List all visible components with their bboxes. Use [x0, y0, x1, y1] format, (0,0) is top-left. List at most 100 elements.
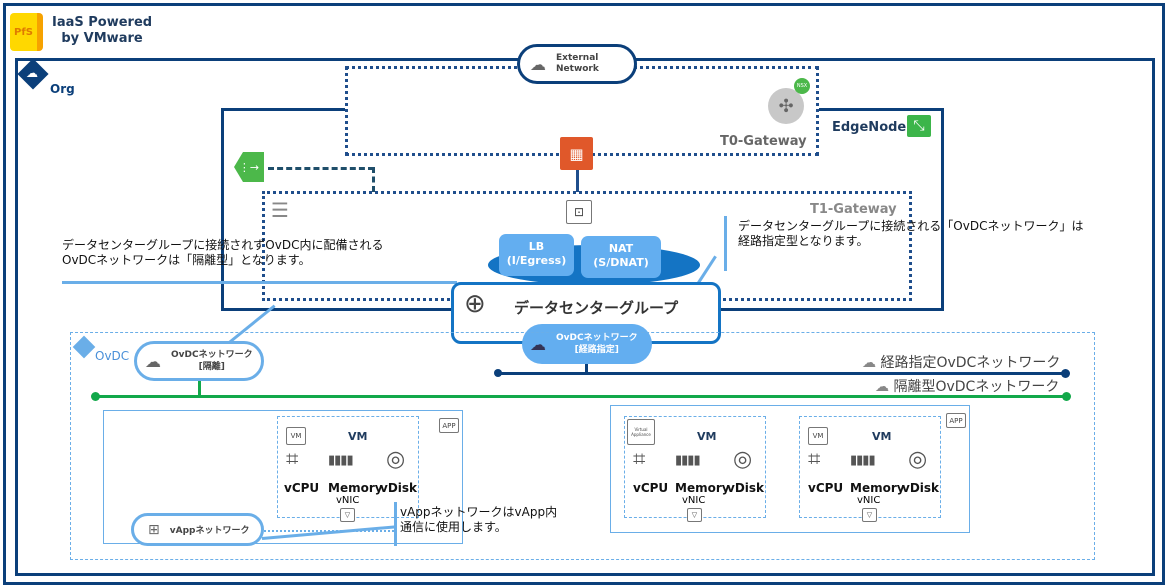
firewall-icon: ▦: [560, 137, 593, 170]
t0-router-icon: ✣: [768, 88, 804, 124]
routed-network-dot: [1061, 369, 1070, 378]
header-title: IaaS Powered by VMware: [52, 15, 152, 47]
virtual-appliance-label: Virtual Appliance: [631, 427, 651, 437]
lb-dashed-link-v: [372, 167, 375, 192]
legend-routed: ☁ 経路指定OvDCネットワーク: [862, 352, 1060, 372]
t1-gateway-label: T1-Gateway: [810, 202, 897, 217]
lb-dashed-link: [268, 167, 374, 170]
isolated-callout: データセンターグループに接続されずOvDC内に配備される OvDCネットワークは…: [62, 238, 383, 268]
routed-ovdc-network[interactable]: ☁ OvDCネットワーク [経路指定]: [522, 324, 652, 364]
routed-callout-bar: [724, 216, 727, 271]
vcpu-label: vCPU: [633, 481, 669, 495]
vm-2[interactable]: Virtual Appliance VM ⌗ ▮▮▮▮ ◎ vCPU Memor…: [624, 416, 766, 522]
isolated-network-dot: [1062, 392, 1071, 401]
network-cloud-icon: ☁: [530, 334, 546, 354]
vnic-port-icon: ▽: [340, 508, 355, 522]
routed-network-line: [497, 372, 1065, 375]
vapp-network[interactable]: ⊞ vAppネットワーク: [131, 513, 264, 546]
vm-title: VM: [348, 430, 368, 443]
pfs-logo: PfS: [10, 13, 43, 51]
vapp-network-label: vAppネットワーク: [169, 526, 250, 536]
external-network[interactable]: ☁ External Network: [517, 44, 637, 84]
routed-network-line1: OvDCネットワーク: [556, 333, 638, 343]
memory-label: Memory: [850, 481, 905, 495]
pfs-logo-text: PfS: [14, 26, 33, 38]
isolated-network-line1: OvDCネットワーク: [171, 350, 253, 360]
external-network-line1: External: [556, 53, 599, 63]
vdisk-label: vDisk: [902, 481, 940, 495]
disk-icon: ◎: [908, 447, 928, 472]
vapp-callout-bar: [394, 502, 397, 546]
distributed-router-icon: ☰: [271, 198, 289, 222]
isolated-callout-line: [62, 281, 457, 284]
isolated-network-line: [94, 395, 1067, 398]
vcpu-label: vCPU: [284, 481, 320, 495]
org-label: Org: [50, 82, 75, 96]
lb-service-line2: (I/Egress): [506, 254, 567, 267]
lb-service[interactable]: LB (I/Egress): [499, 234, 574, 276]
edgenode-icon: ⤡: [907, 115, 931, 137]
cpu-icon: ⌗: [633, 447, 646, 472]
routed-callout-line1: データセンターグループに接続される「OvDCネットワーク」は: [738, 219, 1084, 233]
routed-network-line2: [経路指定]: [574, 345, 619, 355]
edgenode-label: EdgeNode: [832, 120, 907, 135]
vdisk-label: vDisk: [380, 481, 418, 495]
routed-network-stub: [585, 364, 588, 374]
isolated-ovdc-network[interactable]: ☁ OvDCネットワーク [隔離]: [134, 341, 264, 381]
header-title-line2: by VMware: [61, 31, 143, 46]
nsx-badge: NSX: [794, 78, 810, 94]
vapp-1: [103, 410, 463, 544]
vapp-network-icon: ⊞: [148, 521, 160, 538]
vnic-label: vNIC: [336, 495, 360, 506]
outer-frame: [3, 3, 1165, 585]
vnic-label: vNIC: [857, 495, 881, 506]
vcpu-label: vCPU: [808, 481, 844, 495]
virtual-appliance-badge: Virtual Appliance: [627, 419, 655, 445]
fw-t1-link: [576, 170, 579, 192]
vm-badge: VM: [286, 427, 306, 445]
app-badge: APP: [439, 418, 459, 433]
vapp-callout-line1: vAppネットワークはvApp内: [400, 505, 558, 519]
ethernet-port-icon: ⊡: [566, 200, 592, 224]
app-badge: APP: [946, 413, 966, 428]
datacenter-group-label: データセンターグループ: [514, 299, 679, 317]
datacenter-group-icon: ⊕: [464, 289, 486, 319]
vm-title: VM: [697, 430, 717, 443]
memory-icon: ▮▮▮▮: [675, 453, 701, 468]
t0-gateway-label: T0-Gateway: [720, 134, 807, 149]
nat-service-line1: NAT: [608, 242, 634, 255]
ovdc-frame: [70, 332, 1095, 560]
isolated-network-line2: [隔離]: [198, 362, 225, 372]
vm-badge: VM: [808, 427, 828, 445]
cpu-icon: ⌗: [286, 447, 299, 472]
isolated-network-dot: [91, 392, 100, 401]
vapp-callout-line2: 通信に使用します。: [400, 520, 507, 534]
memory-label: Memory: [675, 481, 730, 495]
nat-service-line2: (S/DNAT): [593, 256, 649, 269]
isolated-network-stub: [198, 381, 201, 395]
memory-label: Memory: [328, 481, 383, 495]
vm-1[interactable]: VM VM ⌗ ▮▮▮▮ ◎ vCPU Memory vDisk vNIC ▽: [277, 416, 419, 522]
network-cloud-icon: ☁: [875, 379, 889, 395]
disk-icon: ◎: [733, 447, 753, 472]
vnic-label: vNIC: [682, 495, 706, 506]
vnic-port-icon: ▽: [862, 508, 877, 522]
vapp-callout: vAppネットワークはvApp内 通信に使用します。: [400, 505, 557, 535]
lb-service-line1: LB: [528, 240, 545, 253]
memory-icon: ▮▮▮▮: [328, 453, 354, 468]
vm-title: VM: [872, 430, 892, 443]
memory-icon: ▮▮▮▮: [850, 453, 876, 468]
isolated-callout-line2: OvDCネットワークは「隔離型」となります。: [62, 253, 311, 267]
vm-3[interactable]: VM VM ⌗ ▮▮▮▮ ◎ vCPU Memory vDisk vNIC ▽: [799, 416, 941, 522]
cpu-icon: ⌗: [808, 447, 821, 472]
routed-callout: データセンターグループに接続される「OvDCネットワーク」は 経路指定型となりま…: [738, 219, 1083, 249]
routed-network-dot: [494, 369, 502, 377]
vapp-2: [610, 405, 970, 533]
external-network-line2: Network: [556, 64, 599, 74]
vnic-port-icon: ▽: [687, 508, 702, 522]
isolated-callout-line1: データセンターグループに接続されずOvDC内に配備される: [62, 238, 384, 252]
cloud-icon: ☁: [26, 66, 38, 80]
network-cloud-icon: ☁: [145, 351, 161, 371]
ovdc-label: OvDC: [95, 349, 130, 363]
nat-service[interactable]: NAT (S/DNAT): [581, 236, 661, 278]
